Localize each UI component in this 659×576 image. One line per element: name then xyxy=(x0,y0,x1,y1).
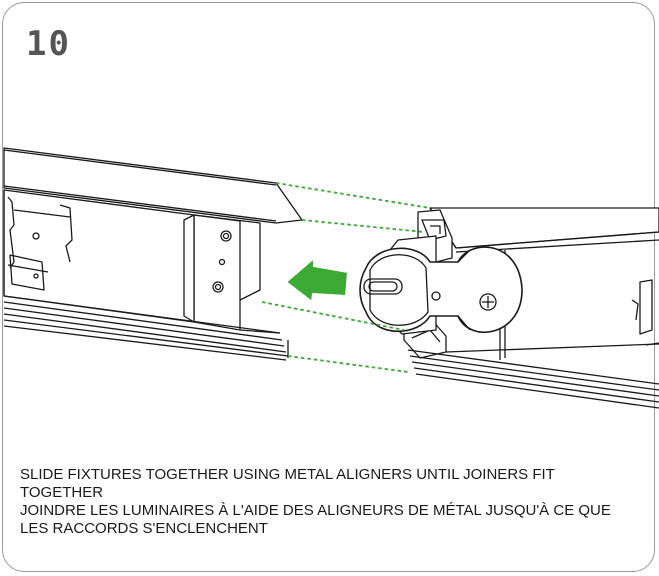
left-fixture xyxy=(3,147,303,361)
alignment-guide-lines xyxy=(261,182,431,373)
caption-french: JOINDRE LES LUMINAIRES À L'AIDE DES ALIG… xyxy=(20,502,611,537)
metal-aligner xyxy=(359,235,523,335)
step-number: 10 xyxy=(26,24,71,64)
direction-arrow xyxy=(285,257,349,303)
instruction-caption: SLIDE FIXTURES TOGETHER USING METAL ALIG… xyxy=(20,466,640,538)
caption-english: SLIDE FIXTURES TOGETHER USING METAL ALIG… xyxy=(20,466,555,501)
